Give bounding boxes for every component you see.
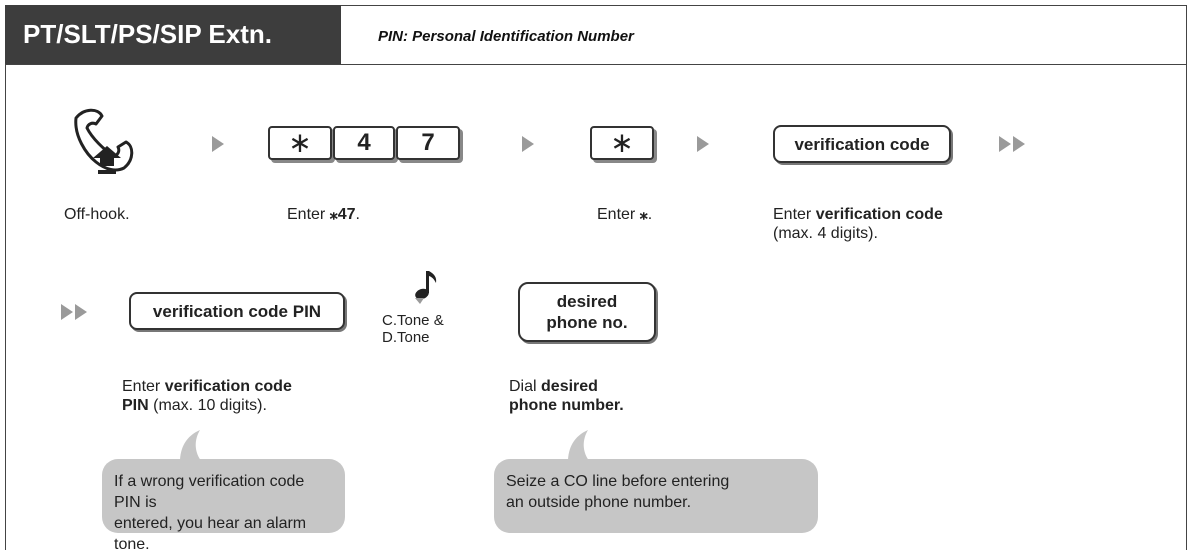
step-arrow-icon <box>212 136 224 152</box>
continue-arrow-icon <box>61 304 101 320</box>
star-key-single: ∗ <box>590 126 654 160</box>
continue-arrow-icon <box>999 136 1039 152</box>
dial-caption: Dial desired phone number. <box>509 377 624 415</box>
pin-note-bubble: If a wrong verification code PIN is ente… <box>102 459 345 553</box>
procedure-frame: PT/SLT/PS/SIP Extn. PIN: Personal Identi… <box>5 5 1187 550</box>
enter-star47-value: ⁎47 <box>329 206 356 223</box>
music-note-icon <box>415 271 437 304</box>
co-note-line1: Seize a CO line before entering <box>506 473 730 490</box>
pin-note-line2: entered, you hear an alarm tone. <box>114 515 307 553</box>
tone-label: C.Tone & D.Tone <box>382 312 444 346</box>
digit-7-key: 7 <box>396 126 460 160</box>
pin-caption-bold1: verification code <box>164 378 292 395</box>
desired-phone-box: desired phone no. <box>518 282 656 342</box>
star-key-label: ∗ <box>288 127 312 158</box>
verification-code-pin-box: verification code PIN <box>129 292 345 330</box>
extension-type-badge: PT/SLT/PS/SIP Extn. <box>5 5 341 64</box>
desired-phone-line2: phone no. <box>546 313 628 332</box>
dial-caption-bold2: phone number. <box>509 397 624 414</box>
dial-caption-prefix: Dial <box>509 378 542 395</box>
tone-line2: D.Tone <box>382 329 430 346</box>
bubble-tail <box>568 430 590 462</box>
verification-code-box: verification code <box>773 125 951 163</box>
page-subtitle: PIN: Personal Identification Number <box>378 28 634 45</box>
offhook-caption: Off-hook. <box>64 206 130 223</box>
verification-caption-rest: (max. 4 digits). <box>773 225 878 242</box>
star-key-single-label: ∗ <box>610 127 634 158</box>
pin-note-line1: If a wrong verification code PIN is <box>114 473 305 511</box>
digit-7-label: 7 <box>421 129 435 156</box>
enter-star-value: ⁎ <box>639 206 648 223</box>
verification-caption-prefix: Enter <box>773 206 816 223</box>
bubble-tail <box>180 430 202 462</box>
pin-caption: Enter verification code PIN (max. 10 dig… <box>122 377 292 415</box>
tone-line1: C.Tone & <box>382 312 444 329</box>
step-arrow-icon <box>522 136 534 152</box>
co-note-line2: an outside phone number. <box>506 494 692 511</box>
pin-caption-rest: (max. 10 digits). <box>148 397 267 414</box>
verification-code-caption: Enter verification code (max. 4 digits). <box>773 205 943 243</box>
co-line-note-bubble: Seize a CO line before entering an outsi… <box>494 459 818 533</box>
desired-phone-line1: desired <box>556 292 618 311</box>
dial-caption-bold1: desired <box>541 378 598 395</box>
enter-star-caption: Enter ⁎. <box>597 205 652 224</box>
digit-4-key: 4 <box>333 126 395 160</box>
step-arrow-icon <box>697 136 709 152</box>
enter-star47-prefix: Enter <box>287 206 330 223</box>
pin-caption-prefix: Enter <box>122 378 165 395</box>
enter-star-suffix: . <box>647 206 653 223</box>
offhook-handset-icon <box>74 108 134 174</box>
verification-caption-bold: verification code <box>815 206 943 223</box>
enter-star47-suffix: . <box>355 206 360 223</box>
pin-caption-bold2: PIN <box>122 397 149 414</box>
header-bar: PT/SLT/PS/SIP Extn. PIN: Personal Identi… <box>5 5 1186 65</box>
star-key: ∗ <box>268 126 332 160</box>
digit-4-label: 4 <box>357 129 371 156</box>
enter-star-prefix: Enter <box>597 206 640 223</box>
enter-star47-caption: Enter ⁎47. <box>287 205 360 224</box>
